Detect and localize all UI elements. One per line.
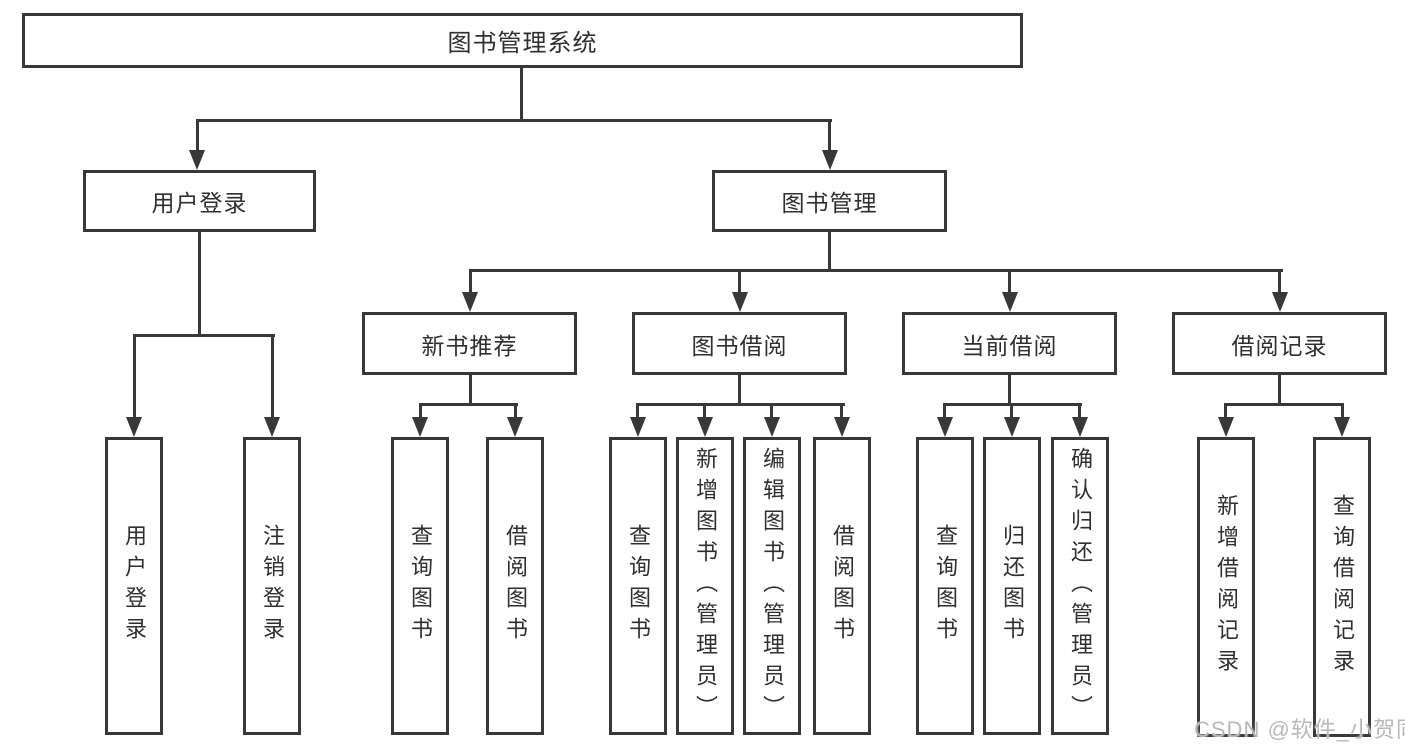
node-new-book-recommend-label: 新书推荐	[421, 332, 518, 359]
leaf-edit-book-admin-label: 编辑图书（管理员）	[760, 446, 785, 726]
connector-line	[1008, 269, 1011, 295]
connector-line	[770, 403, 773, 420]
leaf-add-borrow-record: 新增借阅记录	[1197, 437, 1255, 737]
leaf-return-books-label: 归还图书	[1000, 524, 1025, 648]
leaf-borrow-books-label: 借阅图书	[830, 524, 855, 648]
arrow-down-icon	[1218, 417, 1234, 437]
connector-line	[1224, 403, 1227, 420]
connector-line	[469, 269, 1283, 272]
connector-line	[828, 119, 831, 153]
connector-line	[738, 269, 741, 295]
connector-line	[1008, 375, 1011, 406]
connector-line	[198, 232, 201, 336]
leaf-confirm-return-admin: 确认归还（管理员）	[1051, 437, 1109, 735]
node-book-borrow-label: 图书借阅	[691, 332, 788, 359]
arrow-down-icon	[697, 417, 713, 437]
arrow-down-icon	[937, 417, 953, 437]
connector-line	[133, 334, 275, 337]
leaf-borrow-books-recommend: 借阅图书	[486, 437, 544, 735]
leaf-logout-label: 注销登录	[260, 524, 285, 648]
node-current-borrow: 当前借阅	[902, 312, 1117, 375]
node-current-borrow-label: 当前借阅	[961, 332, 1058, 359]
leaf-user-login: 用户登录	[105, 437, 163, 735]
arrow-down-icon	[1072, 417, 1088, 437]
leaf-edit-book-admin: 编辑图书（管理员）	[743, 437, 801, 735]
connector-line	[469, 375, 472, 406]
leaf-query-books-borrow: 查询图书	[609, 437, 667, 735]
connector-line	[636, 403, 845, 406]
node-book-management: 图书管理	[712, 170, 947, 232]
connector-line	[419, 403, 422, 420]
connector-line	[133, 334, 136, 420]
arrow-down-icon	[1272, 292, 1288, 312]
leaf-borrow-books: 借阅图书	[813, 437, 871, 735]
leaf-query-borrow-record-label: 查询借阅记录	[1330, 494, 1355, 680]
arrow-down-icon	[732, 292, 748, 312]
connector-line	[1224, 403, 1344, 406]
watermark-text: CSDN @软件_小贺同学	[1194, 717, 1405, 742]
connector-line	[738, 375, 741, 406]
connector-line	[1278, 375, 1281, 406]
leaf-add-book-admin-label: 新增图书（管理员）	[693, 446, 718, 726]
connector-line	[828, 232, 831, 272]
leaf-query-books-recommend: 查询图书	[391, 437, 449, 735]
arrow-down-icon	[834, 417, 850, 437]
connector-line	[1010, 403, 1013, 420]
connector-line	[271, 334, 274, 420]
arrow-down-icon	[764, 417, 780, 437]
leaf-query-borrow-record: 查询借阅记录	[1313, 437, 1371, 737]
node-new-book-recommend: 新书推荐	[362, 312, 577, 375]
node-user-login-label: 用户登录	[151, 190, 248, 216]
leaf-borrow-books-recommend-label: 借阅图书	[503, 524, 528, 648]
connector-line	[419, 403, 518, 406]
node-book-borrow: 图书借阅	[632, 312, 847, 375]
leaf-query-books-recommend-label: 查询图书	[408, 524, 433, 648]
connector-line	[514, 403, 517, 420]
leaf-logout: 注销登录	[243, 437, 301, 735]
connector-line	[840, 403, 843, 420]
node-borrow-records-label: 借阅记录	[1231, 332, 1328, 359]
arrow-down-icon	[630, 417, 646, 437]
connector-line	[703, 403, 706, 420]
leaf-return-books: 归还图书	[983, 437, 1041, 735]
connector-line	[469, 269, 472, 295]
leaf-confirm-return-admin-label: 确认归还（管理员）	[1068, 446, 1093, 726]
arrow-down-icon	[412, 417, 428, 437]
connector-line	[520, 68, 523, 120]
connector-line	[196, 119, 199, 153]
arrow-down-icon	[189, 150, 205, 170]
leaf-query-books-current-label: 查询图书	[933, 524, 958, 648]
arrow-down-icon	[264, 417, 280, 437]
node-book-management-label: 图书管理	[781, 190, 878, 216]
arrow-down-icon	[1004, 417, 1020, 437]
node-root-label: 图书管理系统	[447, 30, 598, 57]
connector-line	[196, 119, 832, 122]
arrow-down-icon	[507, 417, 523, 437]
arrow-down-icon	[1002, 292, 1018, 312]
leaf-add-borrow-record-label: 新增借阅记录	[1214, 494, 1239, 680]
node-user-login: 用户登录	[83, 170, 316, 232]
leaf-query-books-current: 查询图书	[916, 437, 974, 735]
node-root: 图书管理系统	[22, 13, 1023, 68]
connector-line	[943, 403, 946, 420]
leaf-query-books-borrow-label: 查询图书	[626, 524, 651, 648]
connector-line	[636, 403, 639, 420]
arrow-down-icon	[1334, 417, 1350, 437]
arrow-down-icon	[462, 292, 478, 312]
leaf-user-login-label: 用户登录	[122, 524, 147, 648]
arrow-down-icon	[822, 150, 838, 170]
connector-line	[1078, 403, 1081, 420]
node-borrow-records: 借阅记录	[1172, 312, 1387, 375]
connector-line	[1341, 403, 1344, 420]
leaf-add-book-admin: 新增图书（管理员）	[676, 437, 734, 735]
arrow-down-icon	[126, 417, 142, 437]
connector-line	[1278, 269, 1281, 295]
